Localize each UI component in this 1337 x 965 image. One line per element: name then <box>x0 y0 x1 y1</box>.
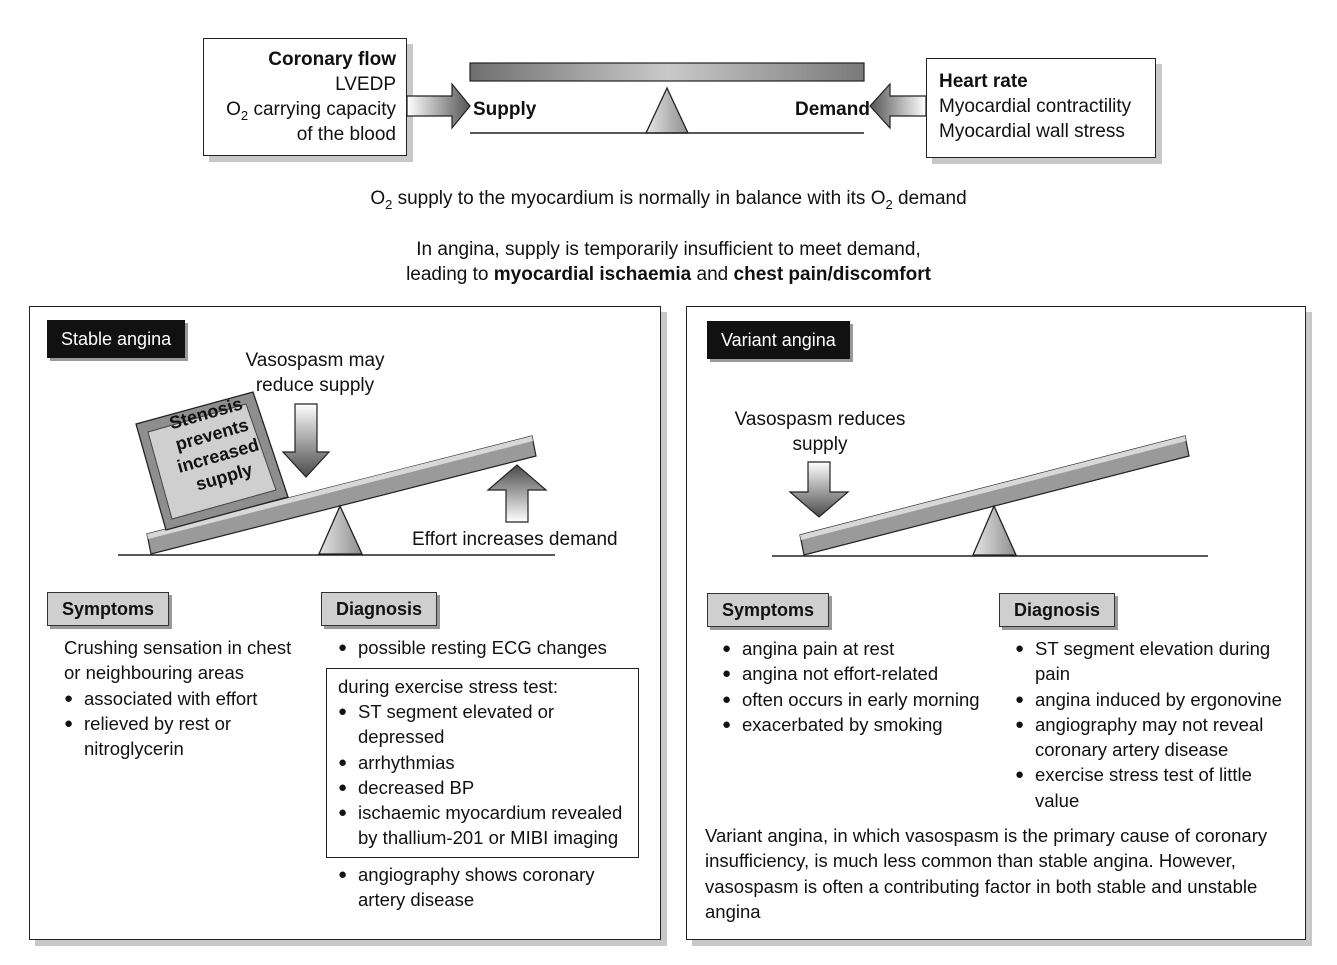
top-balance-diagram <box>406 62 927 134</box>
list-item: ST segment elevation during pain <box>1015 636 1285 687</box>
stable-diagnosis-first: possible resting ECG changes <box>338 635 638 661</box>
variant-symptoms-label: Symptoms <box>707 593 830 627</box>
variant-vasospasm-arrow-icon <box>788 461 850 518</box>
variant-fulcrum <box>972 504 1018 556</box>
variant-symptoms-list: angina pain at rest angina not effort-re… <box>722 636 1002 737</box>
stress-test-box: during exercise stress test: ST segment … <box>326 668 639 858</box>
variant-beam <box>799 435 1190 556</box>
list-item: decreased BP <box>338 775 633 801</box>
variant-angina-title: Variant angina <box>707 321 850 359</box>
heart-rate-label: Heart rate <box>939 71 1028 92</box>
list-item: associated with effort <box>64 686 314 712</box>
demand-label: Demand <box>795 99 870 120</box>
list-item: possible resting ECG changes <box>338 635 638 661</box>
variant-vasospasm-line1: Vasospasm reduces <box>734 409 906 430</box>
demand-arrow-icon <box>869 82 927 130</box>
coronary-flow-label: Coronary flow <box>268 49 396 70</box>
stable-angina-title: Stable angina <box>47 320 186 358</box>
stable-vasospasm-arrow-icon <box>281 403 331 478</box>
stable-symptoms-list: Crushing sensation in chest or neighbour… <box>64 635 314 761</box>
variant-diagnosis-label: Diagnosis <box>999 593 1116 627</box>
list-item: exercise stress test of little value <box>1015 762 1290 813</box>
lvedp-label: LVEDP <box>335 74 396 95</box>
variant-diagnosis-list: ST segment elevation during pain angina … <box>1015 636 1290 813</box>
o2-capacity-label: O2 carrying capacity <box>226 99 396 123</box>
stable-diagnosis-label: Diagnosis <box>321 592 438 626</box>
supply-label: Supply <box>473 99 537 120</box>
stable-symptoms-label: Symptoms <box>47 592 170 626</box>
angina-statement-line2: leading to myocardial ischaemia and ches… <box>406 264 931 285</box>
effort-label: Effort increases demand <box>412 529 618 550</box>
symptom-intro-1: Crushing sensation in chest <box>64 637 292 658</box>
top-balance-beam <box>469 62 865 82</box>
list-item: exacerbated by smoking <box>722 712 1002 738</box>
list-item: ST segment elevated or depressed <box>338 699 568 750</box>
stress-test-title: during exercise stress test: <box>338 676 559 697</box>
of-the-blood-label: of the blood <box>296 124 396 145</box>
angina-statement-line1: In angina, supply is temporarily insuffi… <box>416 239 921 260</box>
list-item: often occurs in early morning <box>722 687 1002 713</box>
stable-diagnosis-last: angiography shows coronary artery diseas… <box>338 862 608 913</box>
list-item: angiography may not reveal coronary arte… <box>1015 712 1275 763</box>
demand-factors-box: Heart rate Myocardial contractility Myoc… <box>926 58 1156 158</box>
list-item: angiography shows coronary artery diseas… <box>338 862 608 913</box>
list-item: relieved by rest or nitroglycerin <box>64 711 254 762</box>
list-item: angina pain at rest <box>722 636 1002 662</box>
variant-note: Variant angina, in which vasospasm is th… <box>705 825 1268 922</box>
symptom-intro-2: or neighbouring areas <box>64 662 244 684</box>
list-item: angina induced by ergonovine <box>1015 687 1290 713</box>
supply-arrow-icon <box>406 82 471 130</box>
list-item: angina not effort-related <box>722 661 1002 687</box>
stable-beam <box>146 435 537 555</box>
list-item: arrhythmias <box>338 750 633 776</box>
supply-factors-box: Coronary flow LVEDP O2 carrying capacity… <box>203 38 407 156</box>
stable-vasospasm-line2: reduce supply <box>255 375 375 396</box>
stable-seesaw-diagram <box>118 391 555 556</box>
wall-stress-label: Myocardial wall stress <box>939 121 1125 142</box>
variant-vasospasm-line2: supply <box>792 434 848 455</box>
contractility-label: Myocardial contractility <box>939 96 1132 117</box>
list-item: ischaemic myocardium revealed by thalliu… <box>338 800 633 851</box>
stable-fulcrum <box>318 504 364 555</box>
variant-seesaw-diagram <box>772 435 1208 557</box>
balance-statement: O2 supply to the myocardium is normally … <box>370 188 967 212</box>
stable-vasospasm-line1: Vasospasm may <box>245 350 385 371</box>
effort-arrow-icon <box>486 464 548 523</box>
